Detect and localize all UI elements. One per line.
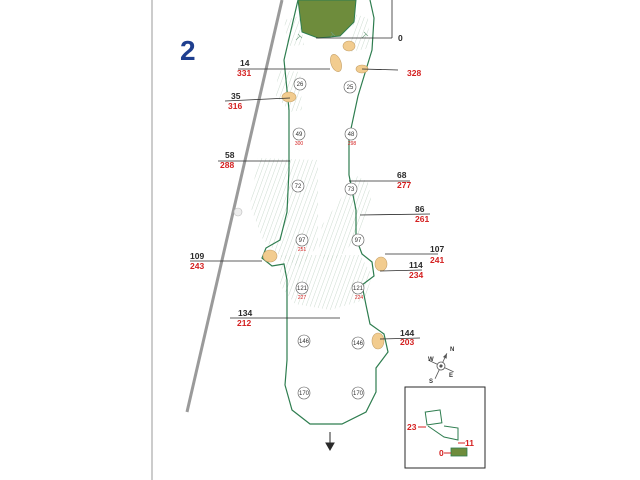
circle-label: 146 <box>353 341 364 347</box>
fairway-outline <box>261 0 389 425</box>
circle-label: 121 <box>353 286 364 292</box>
circle-sub: 251 <box>298 247 307 253</box>
circle-sub: 300 <box>295 141 304 147</box>
yardage-marker-9-top: 114 <box>409 260 423 270</box>
distance-circle-labels: 26 25 49 300 48 298 72 73 97 251 97 121 … <box>295 82 364 397</box>
yardage-marker-4-top: 58 <box>225 150 235 160</box>
compass-n: N <box>450 347 454 353</box>
hole-number: 2 <box>180 35 196 66</box>
tee-inset: 23 11 0 <box>404 386 486 469</box>
yardage-marker-8-top: 107 <box>430 244 444 254</box>
yardage-marker-6-top: 86 <box>415 204 425 214</box>
circle-label: 25 <box>347 85 354 91</box>
yardage-marker-7-top: 109 <box>190 251 204 261</box>
circle-label: 49 <box>296 132 303 138</box>
circle-label: 48 <box>348 132 355 138</box>
circle-sub: 224 <box>355 295 364 301</box>
distance-circles <box>291 77 365 400</box>
yardage-marker-10-top: 134 <box>238 308 252 318</box>
yardage-marker-6-bottom: 261 <box>415 214 429 224</box>
compass-icon <box>428 353 454 379</box>
circle-label: 72 <box>295 184 302 190</box>
circle-label: 121 <box>297 286 308 292</box>
compass-s: S <box>429 379 433 385</box>
rough-hatching <box>250 14 372 310</box>
circle-sub: 227 <box>298 295 307 301</box>
yardage-marker-11-top: 144 <box>400 328 414 338</box>
yardage-marker-1-top: 14 <box>240 58 250 68</box>
compass-e: E <box>449 373 453 379</box>
circle-label: 73 <box>348 187 355 193</box>
yardage-marker-10-bottom: 212 <box>237 318 251 328</box>
compass-w: W <box>428 357 434 363</box>
yardage-marker-3-bottom: 316 <box>228 101 242 111</box>
down-arrow-icon <box>325 432 335 452</box>
yardage-marker-7-bottom: 243 <box>190 261 204 271</box>
yardage-marker-9-bottom: 234 <box>409 270 423 280</box>
yardage-marker-5-top: 68 <box>397 170 407 180</box>
yardage-marker-8-bottom: 241 <box>430 255 444 265</box>
yardage-marker-0-top: 0 <box>398 33 403 43</box>
yardage-labels: 0 14 331 328 35 316 58 288 68 277 86 261… <box>190 33 444 347</box>
leader-lines <box>190 0 438 340</box>
inset-label-right: 11 <box>465 438 474 448</box>
circle-label: 146 <box>299 339 310 345</box>
compass-letters: N S E W <box>428 347 454 385</box>
yardage-marker-1-bottom: 331 <box>237 68 251 78</box>
circle-label: 170 <box>299 391 310 397</box>
circle-label: 26 <box>297 82 304 88</box>
tree-marks <box>233 31 369 217</box>
inset-label-bottom: 0 <box>439 448 444 458</box>
circle-label: 97 <box>355 238 362 244</box>
inset-label-left: 23 <box>407 422 417 432</box>
circle-sub: 298 <box>348 141 357 147</box>
circle-label: 97 <box>299 238 306 244</box>
bunkers <box>262 40 388 350</box>
green <box>297 0 357 39</box>
yardage-marker-2-bottom: 328 <box>407 68 421 78</box>
circle-label: 170 <box>353 391 364 397</box>
yardage-marker-3-top: 35 <box>231 91 241 101</box>
yardage-marker-5-bottom: 277 <box>397 180 411 190</box>
yardage-marker-11-bottom: 203 <box>400 337 414 347</box>
yardage-marker-4-bottom: 288 <box>220 160 234 170</box>
